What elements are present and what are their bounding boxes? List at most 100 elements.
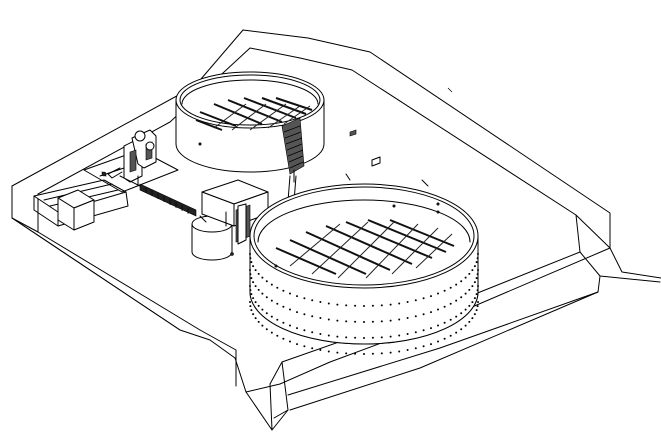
bolt-dot — [282, 321, 285, 324]
bolt-dot — [476, 289, 479, 292]
bolt-dot — [476, 273, 479, 276]
bolt-dot — [430, 295, 432, 298]
bolt-dot — [270, 331, 273, 334]
bolt-dot — [289, 340, 291, 343]
bolt-dot — [276, 334, 279, 337]
bolt-dot — [430, 327, 432, 330]
bolt-dot — [437, 340, 439, 343]
bolt-dot — [327, 302, 330, 305]
bolt-dot — [477, 253, 479, 255]
bolt-dot — [303, 345, 306, 348]
bolt-dot — [468, 320, 471, 323]
bolt-dot — [336, 351, 339, 354]
bolt-dot — [354, 352, 357, 355]
bolt-dot — [265, 328, 268, 331]
bolt-dot — [455, 283, 458, 286]
bolt-dot — [455, 315, 458, 318]
bolt-dot — [296, 295, 298, 298]
bolt-dot — [276, 286, 279, 289]
bolt-dot — [249, 257, 252, 260]
bolt-dot — [250, 293, 253, 296]
bolt-dot — [471, 285, 474, 288]
bolt-dot — [250, 277, 253, 280]
bolt-dot — [276, 318, 279, 321]
bolt-dot — [261, 292, 264, 295]
bolt-dot — [477, 269, 479, 271]
bolt-dot — [345, 352, 348, 355]
bolt-dot — [464, 292, 467, 295]
bolt-dot — [468, 304, 471, 307]
bolt-dot — [414, 331, 417, 334]
bolt-dot — [345, 320, 348, 323]
bolt-dot — [371, 352, 374, 355]
bolt-dot — [261, 324, 264, 327]
bolt-dot — [464, 276, 467, 279]
bolt-dot — [449, 302, 452, 305]
back-tank-grid — [195, 97, 313, 131]
bolt-dot — [319, 301, 322, 303]
bolt-dot — [319, 349, 322, 351]
bolt-dot — [473, 265, 476, 268]
bolt-dot — [282, 305, 285, 308]
bolt-dot — [327, 334, 330, 337]
bolt-dot — [336, 303, 339, 306]
bolt-dot — [270, 283, 273, 286]
front-tank-bolts — [249, 253, 479, 355]
bolt-dot — [289, 308, 291, 311]
bolt-dot — [345, 336, 348, 339]
front-tank-grid — [275, 219, 455, 279]
front-tank — [249, 183, 479, 355]
bolt-dot — [475, 293, 478, 296]
bolt-dot — [455, 331, 458, 334]
bolt-dot — [380, 320, 383, 323]
bolt-dot — [252, 265, 255, 268]
bolt-dot — [252, 281, 255, 284]
bolt-dot — [265, 312, 268, 315]
bolt-dot — [422, 345, 425, 348]
bolt-dot — [476, 257, 479, 260]
bolt-dot — [371, 336, 374, 339]
bolt-dot — [265, 280, 268, 283]
bolt-dot — [406, 333, 409, 335]
bolt-dot — [460, 312, 463, 315]
bolt-dot — [468, 272, 471, 275]
bolt-dot — [406, 317, 409, 319]
bolt-dot — [250, 261, 253, 264]
bolt-dot — [249, 269, 251, 271]
bolt-dot — [473, 281, 476, 284]
bolt-dot — [473, 297, 476, 300]
bolt-dot — [363, 321, 365, 323]
bolt-dot — [276, 302, 279, 305]
bolt-dot — [398, 302, 401, 305]
bolt-dot — [464, 308, 467, 311]
bolt-dot — [311, 315, 314, 318]
bolt-dot — [389, 303, 392, 306]
bolt-dot — [363, 305, 365, 307]
bolt-dot — [303, 313, 306, 316]
machine-building — [201, 179, 269, 245]
bolt-dot — [363, 337, 365, 339]
bolt-dot — [398, 318, 401, 321]
bolt-dot — [254, 269, 257, 272]
bolt-dot — [437, 292, 439, 295]
bolt-dot — [249, 301, 251, 303]
bolt-dot — [261, 276, 264, 279]
bolt-dot — [460, 296, 463, 299]
bolt-dot — [303, 329, 306, 332]
bolt-dot — [296, 343, 298, 346]
bolt-dot — [289, 324, 291, 327]
bolt-dot — [257, 320, 260, 323]
bolt-dot — [443, 305, 446, 308]
bolt-dot — [471, 317, 474, 320]
bolt-dot — [254, 301, 257, 304]
bolt-dot — [327, 318, 330, 321]
bolt-dot — [398, 334, 401, 337]
bolt-dot — [249, 289, 252, 292]
bolt-dot — [380, 304, 383, 307]
bolt-dot — [449, 334, 452, 337]
bolt-dot — [311, 299, 314, 302]
bolt-dot — [371, 304, 374, 307]
bolt-dot — [261, 308, 264, 311]
platform-details — [345, 129, 429, 187]
